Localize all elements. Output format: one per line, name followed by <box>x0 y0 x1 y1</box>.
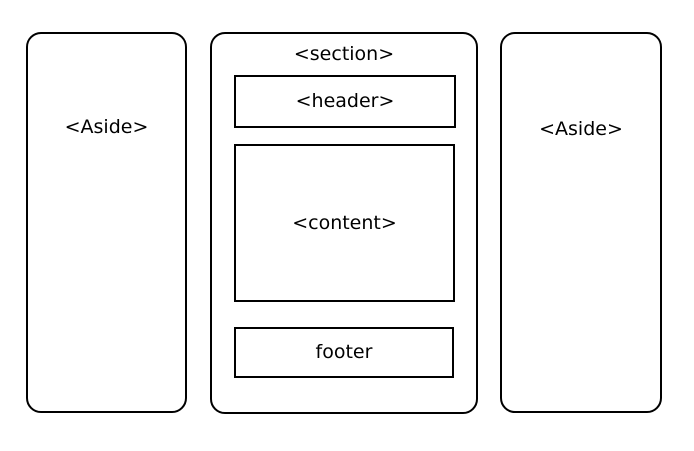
aside-left-box: <Aside> <box>26 32 187 413</box>
aside-right-label: <Aside> <box>539 118 623 140</box>
footer-label: footer <box>315 341 373 363</box>
content-box: <content> <box>234 144 455 302</box>
header-label: <header> <box>295 90 395 112</box>
aside-right-box: <Aside> <box>500 32 662 413</box>
section-label: <section> <box>293 43 395 65</box>
content-label: <content> <box>292 212 397 234</box>
header-box: <header> <box>234 75 456 128</box>
aside-left-label: <Aside> <box>64 116 149 138</box>
footer-box: footer <box>234 327 454 378</box>
